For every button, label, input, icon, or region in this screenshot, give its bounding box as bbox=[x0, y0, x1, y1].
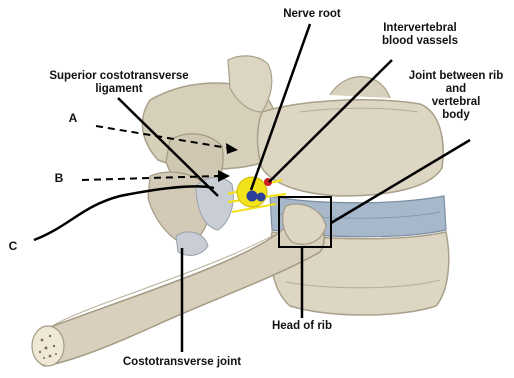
label-letter-a: A bbox=[66, 112, 80, 125]
label-joint-rib-vertebral: Joint between rib and vertebral body bbox=[400, 70, 512, 122]
joint-line-3: vertebral bbox=[400, 96, 512, 109]
label-letter-b: B bbox=[52, 172, 66, 185]
label-costotransverse-joint: Costotransverse joint bbox=[96, 356, 268, 369]
label-superior-costotransverse-ligament: Superior costotransverse ligament bbox=[30, 70, 208, 96]
letter-c-text: C bbox=[9, 239, 18, 253]
joint-line-1: Joint between rib bbox=[400, 70, 512, 83]
joint-line-2: and bbox=[400, 83, 512, 96]
letter-a-text: A bbox=[69, 111, 78, 125]
head-of-rib-text: Head of rib bbox=[272, 320, 332, 332]
label-nerve-root: Nerve root bbox=[262, 8, 362, 21]
nerve-root-text: Nerve root bbox=[283, 8, 341, 20]
vessels-line-2: blood vassels bbox=[362, 35, 478, 48]
joint-line-4: body bbox=[400, 109, 512, 122]
label-intervertebral-vessels: Intervertebral blood vassels bbox=[362, 22, 478, 48]
vessels-line-1: Intervertebral bbox=[362, 22, 478, 35]
label-head-of-rib: Head of rib bbox=[252, 320, 352, 333]
costotransverse-joint-text: Costotransverse joint bbox=[123, 356, 241, 368]
label-letter-c: C bbox=[6, 240, 20, 253]
letter-b-text: B bbox=[55, 171, 64, 185]
ligament-line-2: ligament bbox=[30, 83, 208, 96]
ligament-line-1: Superior costotransverse bbox=[30, 70, 208, 83]
